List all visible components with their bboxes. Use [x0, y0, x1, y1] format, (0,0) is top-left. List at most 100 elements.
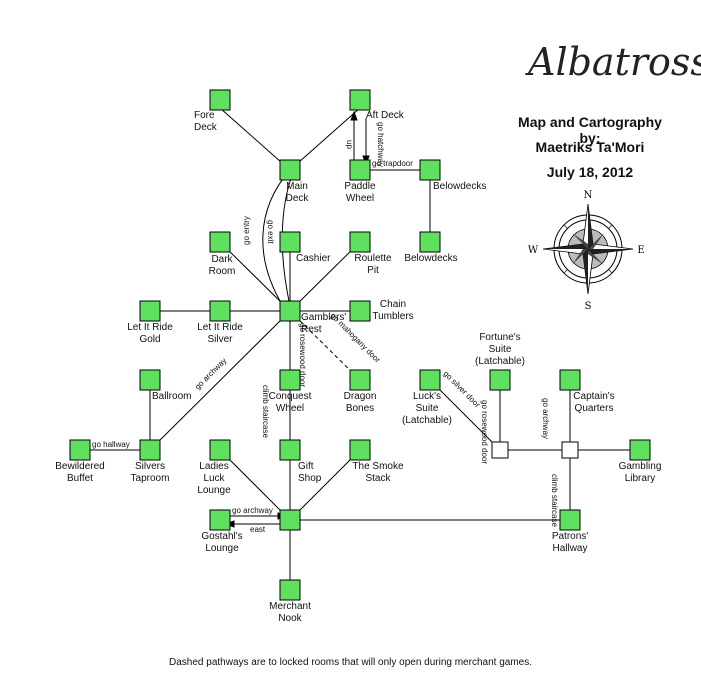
room-node-belowdecks-2	[419, 231, 441, 253]
credit-line-2: Maetriks Ta'Mori	[535, 139, 645, 155]
path-roulette-pit	[289, 241, 361, 312]
room-node-dragon-bones	[349, 369, 371, 391]
junction-node	[561, 441, 579, 459]
map-title: Albatross	[528, 40, 701, 84]
credit-line-3: July 18, 2012	[546, 164, 634, 180]
room-node-let-it-ride-gold	[139, 300, 161, 322]
compass-point-south-shade	[583, 249, 588, 294]
compass-diag-ne	[588, 233, 604, 249]
path-silvers-taproom	[149, 310, 291, 451]
room-node-conquest-wheel	[279, 369, 301, 391]
room-label-patrons-hallway: Patrons'Hallway	[552, 531, 588, 554]
room-node-belowdecks-1	[419, 159, 441, 181]
path-lucks-suite	[429, 379, 501, 451]
room-node-bewildered-buffet	[69, 439, 91, 461]
room-node-silvers-taproom	[139, 439, 161, 461]
compass-label-north: N	[584, 190, 593, 201]
path-aft-deck-main-deck	[289, 107, 361, 171]
edge-label: east	[250, 525, 266, 534]
junction-node	[491, 441, 509, 459]
room-node-chain-tumblers	[349, 300, 371, 322]
credit-line-1: Map and Cartography by:	[518, 114, 662, 146]
room-node-main-deck	[279, 159, 301, 181]
room-node-paddle-wheel	[349, 159, 371, 181]
room-node-cashier	[279, 231, 301, 253]
edge-label: go exit	[266, 220, 275, 244]
edge-label: go entry	[242, 216, 251, 245]
room-node-fortunes-suite	[489, 369, 511, 391]
compass-label-south: S	[585, 301, 592, 312]
room-nodes	[69, 89, 651, 601]
room-label-aft-deck: Aft Deck	[366, 110, 405, 121]
edge-label: climb staircase	[261, 385, 270, 438]
edge-label: up	[345, 140, 354, 149]
room-node-dark-room	[209, 231, 231, 253]
path-ladies-luck	[219, 449, 291, 521]
compass-diag-nw	[572, 233, 588, 249]
room-node-ladies-luck-lounge	[209, 439, 231, 461]
room-label-belowdecks-2: Belowdecks	[404, 253, 457, 264]
room-label-belowdecks-1: Belowdecks	[433, 181, 486, 192]
edge-label: go hatchway	[376, 122, 385, 167]
room-node-gift-shop	[279, 439, 301, 461]
room-label-gamblers-rest: Gamblers'Rest	[301, 312, 346, 335]
path-main-deck-gamblers-rest	[262, 169, 291, 307]
footer-note: Dashed pathways are to locked rooms that…	[169, 657, 532, 668]
map-paths	[80, 107, 640, 590]
room-node-captains-quarters	[559, 369, 581, 391]
room-node-patrons-hallway	[559, 509, 581, 531]
room-node-gostahls-lounge	[209, 509, 231, 531]
compass-diag-se	[588, 249, 604, 265]
compass-rose-icon: N E S W	[528, 190, 645, 312]
edge-label: go archway	[193, 356, 228, 391]
room-node-gambling-library	[629, 439, 651, 461]
edge-label: go silver door	[442, 369, 483, 410]
room-node-ballroom	[139, 369, 161, 391]
room-label-ballroom: Ballroom	[152, 391, 191, 402]
edge-label: go archway	[232, 506, 273, 515]
path-smoke-stack	[289, 449, 361, 521]
compass-diag-sw	[572, 249, 588, 265]
room-node-let-it-ride-silver	[209, 300, 231, 322]
room-node-merchant-nook	[279, 579, 301, 601]
path-dark-room	[219, 241, 291, 312]
edge-label: climb staircase	[550, 474, 559, 527]
path-dragon-bones	[289, 310, 361, 381]
compass-label-west: W	[528, 245, 539, 256]
compass-point-north-shade	[588, 204, 593, 249]
arrow-up	[350, 110, 358, 121]
room-node-lucks-suite	[419, 369, 441, 391]
room-node-gamblers-rest	[279, 300, 301, 322]
room-node-fore-deck	[209, 89, 231, 111]
edge-label: go hallway	[92, 440, 130, 449]
edge-label: go archway	[541, 398, 550, 439]
room-node-roulette-pit	[349, 231, 371, 253]
edge-label: go rosewood door	[480, 400, 489, 464]
room-node-the-smoke-stack	[349, 439, 371, 461]
room-node-aft-deck	[349, 89, 371, 111]
room-label-cashier: Cashier	[296, 253, 331, 264]
compass-label-east: E	[637, 245, 644, 256]
edge-label: go trapdoor	[372, 159, 413, 168]
compass-point-east-shade	[588, 249, 633, 254]
